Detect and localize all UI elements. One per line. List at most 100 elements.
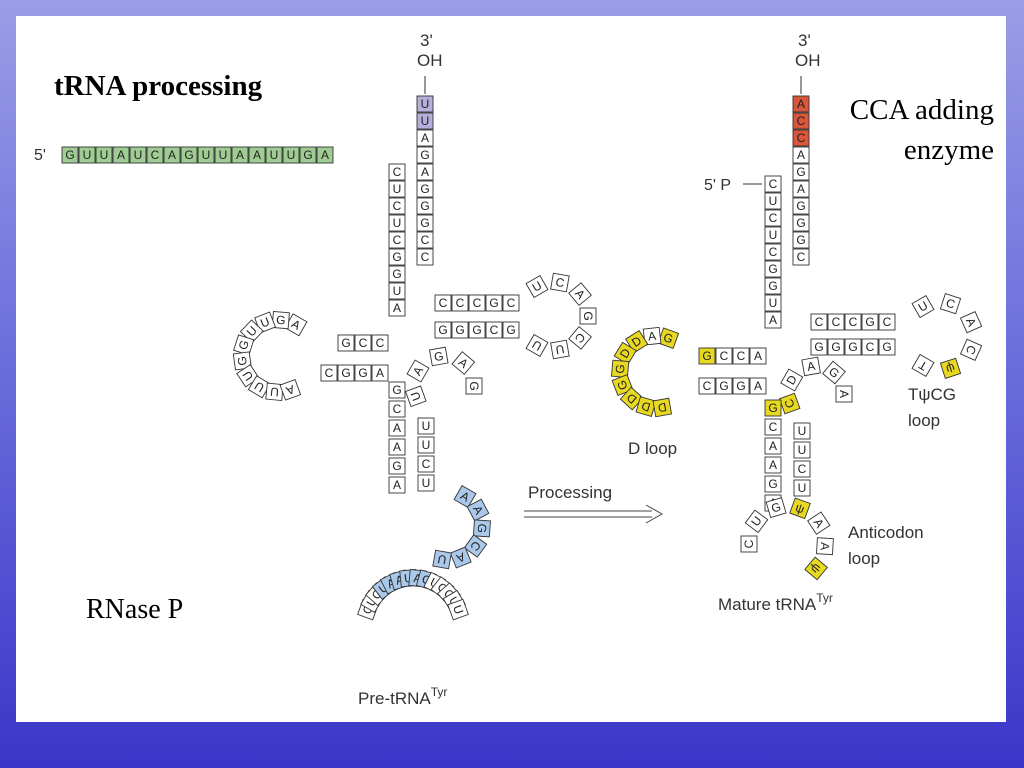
svg-text:U: U bbox=[421, 97, 430, 111]
svg-text:U: U bbox=[393, 284, 402, 298]
acceptor-nucleotide: G bbox=[764, 277, 782, 295]
svg-text:C: C bbox=[490, 323, 499, 337]
t-stem-nucleotide: G bbox=[810, 338, 828, 356]
svg-text:G: G bbox=[768, 477, 777, 491]
svg-text:U: U bbox=[219, 148, 228, 162]
variable-nucleotide: U bbox=[404, 385, 427, 408]
t-stem-nucleotide: C bbox=[502, 294, 520, 312]
svg-text:A: A bbox=[754, 349, 762, 363]
svg-text:G: G bbox=[392, 383, 401, 397]
t-stem-nucleotide: C bbox=[827, 313, 845, 331]
svg-text:C: C bbox=[393, 402, 402, 416]
d-stem-nucleotide: A bbox=[749, 347, 767, 365]
leader-nucleotide: U bbox=[129, 146, 147, 164]
t-loop-label: TψCG bbox=[908, 385, 956, 404]
svg-text:G: G bbox=[613, 364, 628, 375]
t-loop-nucleotide: G bbox=[579, 307, 597, 325]
variable-nucleotide: D bbox=[780, 368, 804, 392]
svg-text:G: G bbox=[796, 233, 805, 247]
d-loop-nucleotide: A bbox=[279, 378, 302, 401]
svg-text:G: G bbox=[768, 279, 777, 293]
svg-text:G: G bbox=[235, 355, 250, 366]
pre-oh-label: OH bbox=[417, 51, 443, 70]
anticodon-stem-nucleotide: A bbox=[764, 437, 782, 455]
svg-text:U: U bbox=[798, 481, 807, 495]
anticodon-stem-nucleotide: U bbox=[417, 417, 435, 435]
acceptor-nucleotide: C bbox=[764, 175, 782, 193]
svg-text:A: A bbox=[421, 165, 429, 179]
leader-nucleotide: A bbox=[231, 146, 249, 164]
t-stem-nucleotide: G bbox=[844, 338, 862, 356]
svg-text:G: G bbox=[184, 148, 193, 162]
anticodon-stem-nucleotide: U bbox=[793, 441, 811, 459]
acceptor-nucleotide: G bbox=[416, 214, 434, 232]
t-loop-nucleotide: C bbox=[550, 272, 570, 293]
acceptor-nucleotide: G bbox=[792, 163, 810, 181]
anticodon-loop-nucleotide: ψ bbox=[804, 556, 829, 581]
svg-text:C: C bbox=[832, 315, 841, 329]
svg-text:G: G bbox=[420, 199, 429, 213]
slide-title: tRNA processing bbox=[54, 70, 263, 102]
anticodon-stem-nucleotide: C bbox=[793, 460, 811, 478]
svg-text:G: G bbox=[796, 165, 805, 179]
d-stem-nucleotide: G bbox=[698, 347, 716, 365]
d-stem-nucleotide: G bbox=[715, 377, 733, 395]
svg-text:G: G bbox=[865, 315, 874, 329]
svg-text:G: G bbox=[420, 148, 429, 162]
variable-nucleotide: C bbox=[778, 392, 801, 415]
svg-text:G: G bbox=[736, 379, 745, 393]
svg-text:C: C bbox=[866, 340, 875, 354]
t-stem-nucleotide: C bbox=[810, 313, 828, 331]
svg-text:C: C bbox=[393, 165, 402, 179]
cca-nucleotide: C bbox=[792, 112, 810, 130]
acceptor-nucleotide: U bbox=[388, 282, 406, 300]
acceptor-nucleotide: G bbox=[416, 180, 434, 198]
acceptor-nucleotide: A bbox=[792, 180, 810, 198]
variable-nucleotide: A bbox=[406, 359, 430, 383]
slide-canvas: tRNA processing CCA adding enzyme RNase … bbox=[16, 16, 1006, 722]
cca-nucleotide: C bbox=[792, 129, 810, 147]
svg-text:A: A bbox=[797, 148, 805, 162]
svg-text:A: A bbox=[421, 131, 429, 145]
svg-text:G: G bbox=[392, 459, 401, 473]
svg-text:G: G bbox=[433, 349, 445, 364]
anticodon-loop-nucleotide: A bbox=[816, 537, 834, 556]
anticodon-label: Anticodon bbox=[848, 523, 924, 542]
svg-text:A: A bbox=[413, 571, 422, 586]
d-loop-nucleotide: G bbox=[232, 351, 252, 371]
acceptor-nucleotide: U bbox=[764, 294, 782, 312]
anticodon-loop-nucleotide: U bbox=[744, 509, 769, 534]
svg-text:G: G bbox=[882, 340, 891, 354]
svg-text:U: U bbox=[422, 438, 431, 452]
acceptor-nucleotide: C bbox=[388, 163, 406, 181]
mature-trna-sup: Tyr bbox=[816, 591, 833, 605]
variable-nucleotide: G bbox=[822, 360, 846, 385]
leader-nucleotide: C bbox=[146, 146, 164, 164]
t-loop-nucleotide: A bbox=[959, 311, 983, 334]
svg-text:G: G bbox=[662, 330, 676, 346]
d-stem-nucleotide: C bbox=[320, 364, 338, 382]
svg-text:G: G bbox=[276, 313, 286, 328]
variable-nucleotide: A bbox=[801, 356, 821, 377]
leader-nucleotide: U bbox=[265, 146, 283, 164]
mature-trna-caption: Mature tRNATyr bbox=[718, 591, 833, 614]
svg-text:C: C bbox=[456, 296, 465, 310]
svg-text:A: A bbox=[818, 542, 832, 551]
anticodon-stem-nucleotide: C bbox=[764, 418, 782, 436]
t-loop-nucleotide: C bbox=[959, 338, 983, 361]
anticodon-stem-nucleotide: A bbox=[388, 438, 406, 456]
acceptor-nucleotide: C bbox=[416, 231, 434, 249]
svg-text:G: G bbox=[420, 182, 429, 196]
t-stem-nucleotide: C bbox=[451, 294, 469, 312]
svg-text:A: A bbox=[393, 440, 401, 454]
svg-text:G: G bbox=[420, 216, 429, 230]
anticodon-loop-nucleotide: A bbox=[807, 511, 831, 535]
svg-text:G: G bbox=[768, 401, 777, 415]
d-stem-nucleotide: C bbox=[354, 334, 372, 352]
svg-text:C: C bbox=[554, 275, 565, 290]
d-loop-nucleotide: D bbox=[613, 341, 637, 365]
svg-text:U: U bbox=[421, 114, 430, 128]
svg-text:C: C bbox=[815, 315, 824, 329]
